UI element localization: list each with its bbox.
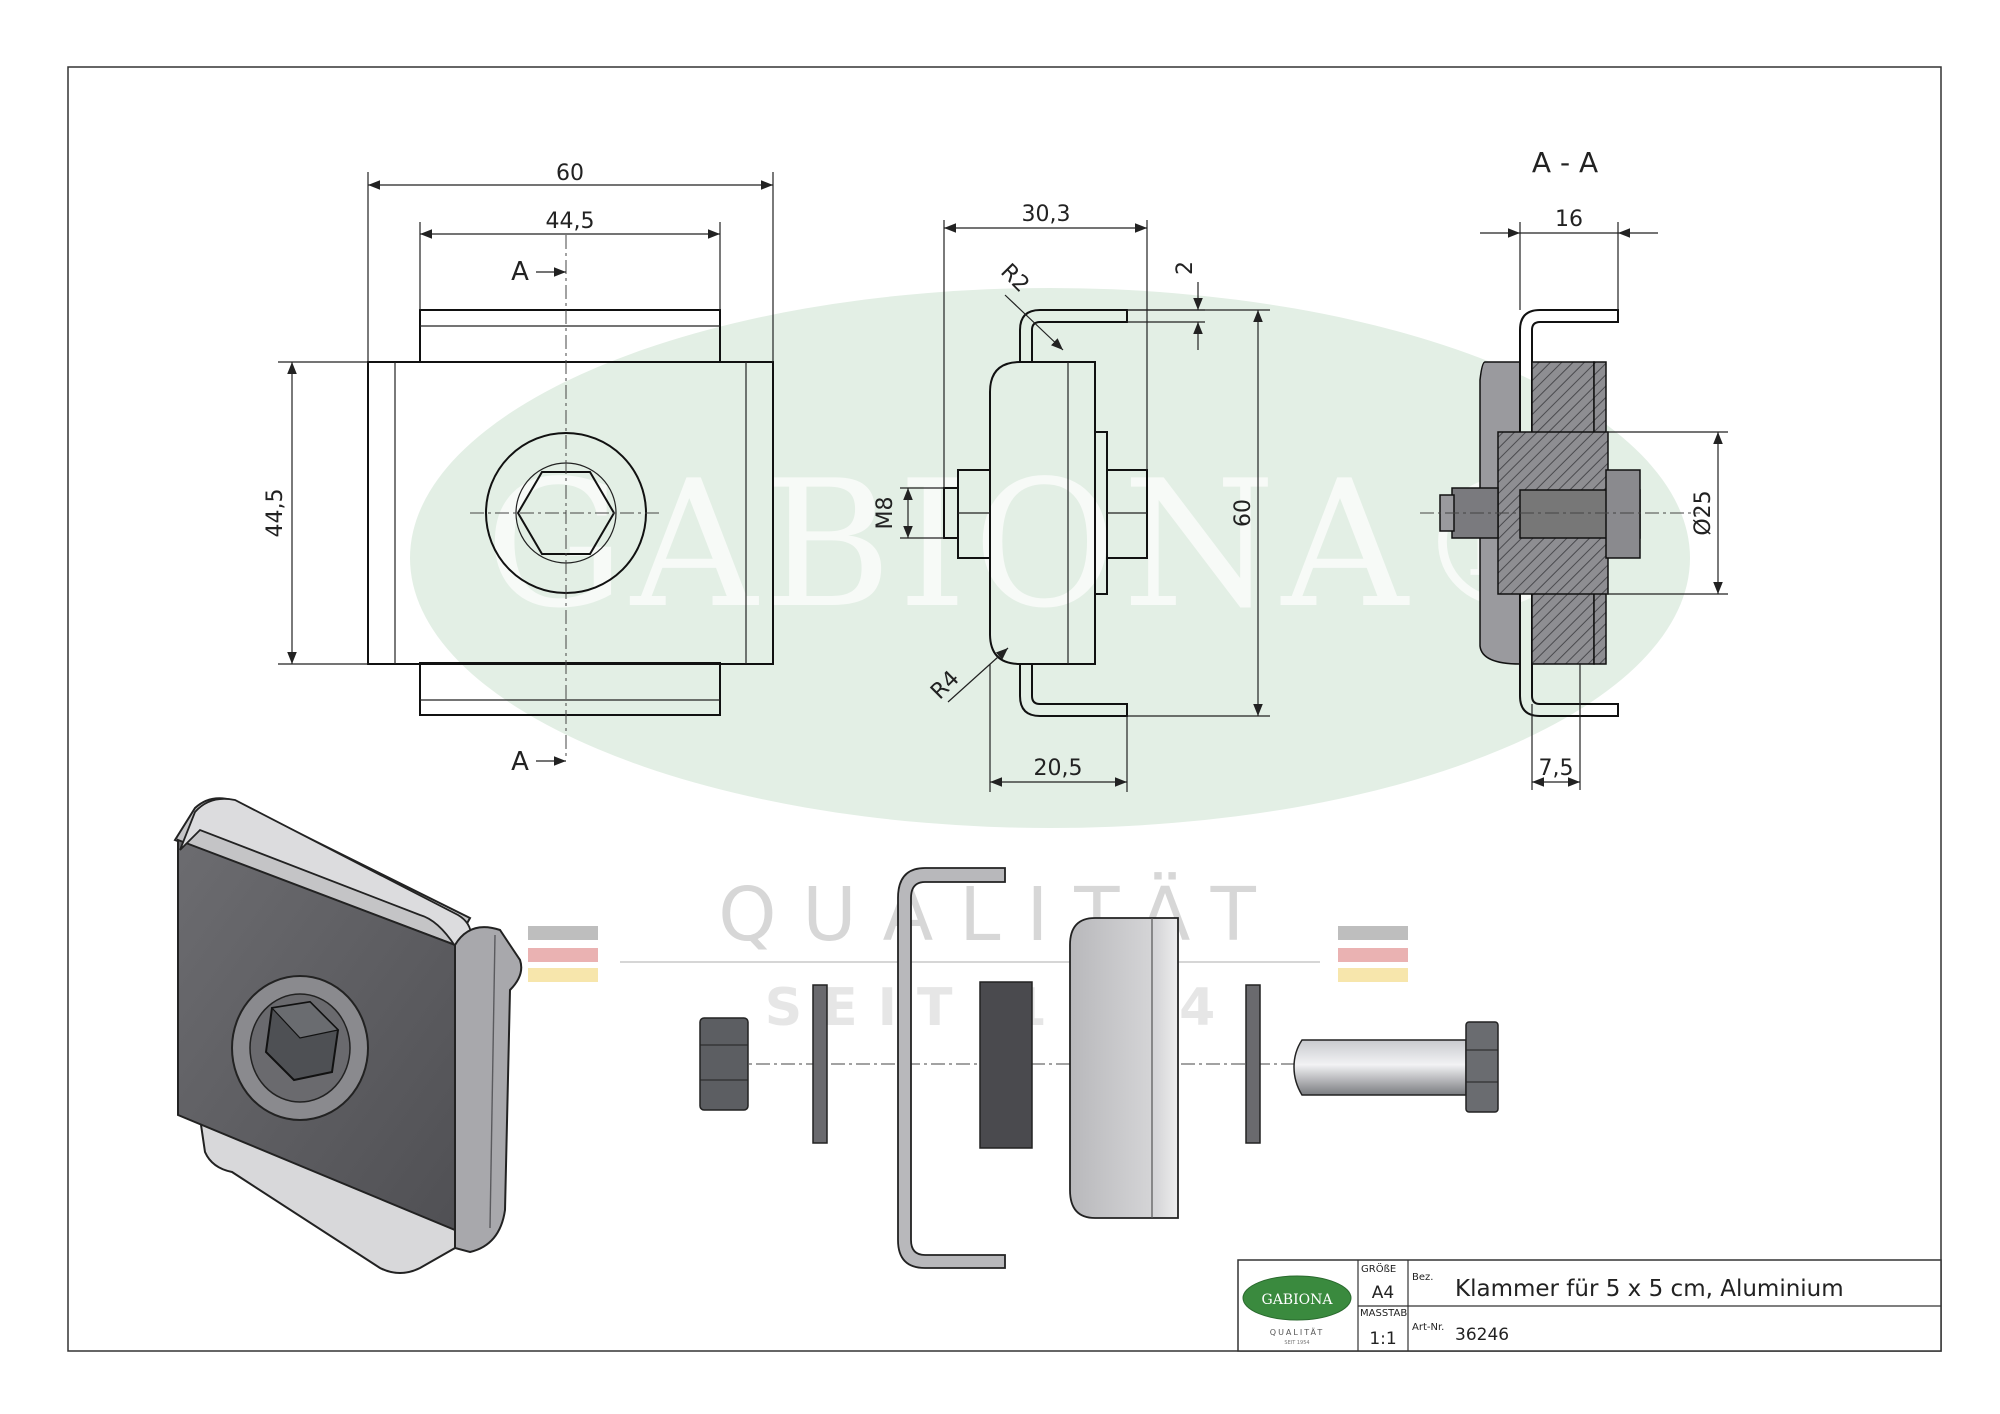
spacer-part (979, 981, 1033, 1149)
scale-label: MASSTAB (1360, 1308, 1407, 1319)
flag-icon-right (1338, 926, 1408, 982)
gabiona-logo: GABIONA QUALITÄT SEIT 1954 (1242, 1275, 1352, 1346)
section-marker-top: A (511, 257, 529, 287)
exploded-view (699, 867, 1499, 1269)
dim-section-diameter: Ø25 (1691, 490, 1716, 535)
dim-front-width-outer: 60 (556, 161, 584, 186)
dim-section-bottom: 7,5 (1539, 756, 1574, 781)
dim-side-thickness: 2 (1173, 261, 1198, 275)
dim-front-width-inner: 44,5 (546, 209, 595, 234)
logo-since: SEIT 1954 (1284, 1340, 1309, 1346)
logo-text: GABIONA (1262, 1292, 1334, 1308)
size-value: A4 (1372, 1283, 1394, 1303)
title-block: GABIONA QUALITÄT SEIT 1954 GRÖßE A4 MASS… (1237, 1259, 1942, 1352)
iso-assembled-view (173, 797, 523, 1274)
section-view: A - A 16 Ø25 7,5 (1420, 146, 1728, 790)
watermark-brand: GABIONA® (485, 444, 1595, 647)
section-title: A - A (1532, 146, 1598, 179)
article-label: Art-Nr. (1412, 1322, 1444, 1333)
section-marker-bottom: A (511, 747, 529, 777)
logo-tagline: QUALITÄT (1270, 1327, 1324, 1337)
nut-part (699, 1017, 749, 1111)
name-value: Klammer für 5 x 5 cm, Aluminium (1455, 1276, 1844, 1302)
dim-side-bottom-width: 20,5 (1034, 756, 1083, 781)
dim-section-width: 16 (1555, 207, 1583, 232)
dim-side-thread: M8 (873, 497, 898, 530)
dim-side-height: 60 (1231, 499, 1256, 527)
washer-part-right (1245, 984, 1261, 1144)
bracket-part (897, 867, 1006, 1269)
name-label: Bez. (1412, 1272, 1433, 1283)
dim-front-height: 44,5 (263, 489, 288, 538)
scale-value: 1:1 (1369, 1329, 1396, 1349)
dim-side-depth: 30,3 (1022, 202, 1071, 227)
front-view: 60 44,5 44,5 A A (263, 161, 774, 777)
size-label: GRÖßE (1361, 1262, 1396, 1275)
article-value: 36246 (1455, 1325, 1509, 1345)
sheet-frame (67, 66, 1942, 1352)
bolt-shaft-part (1293, 1039, 1467, 1096)
washer-part-left (812, 984, 828, 1144)
watermark-tagline: QUALITÄT (718, 871, 1282, 958)
block-part (1069, 917, 1179, 1219)
flag-icon-left (528, 926, 598, 982)
bolt-head-part (1465, 1021, 1499, 1113)
